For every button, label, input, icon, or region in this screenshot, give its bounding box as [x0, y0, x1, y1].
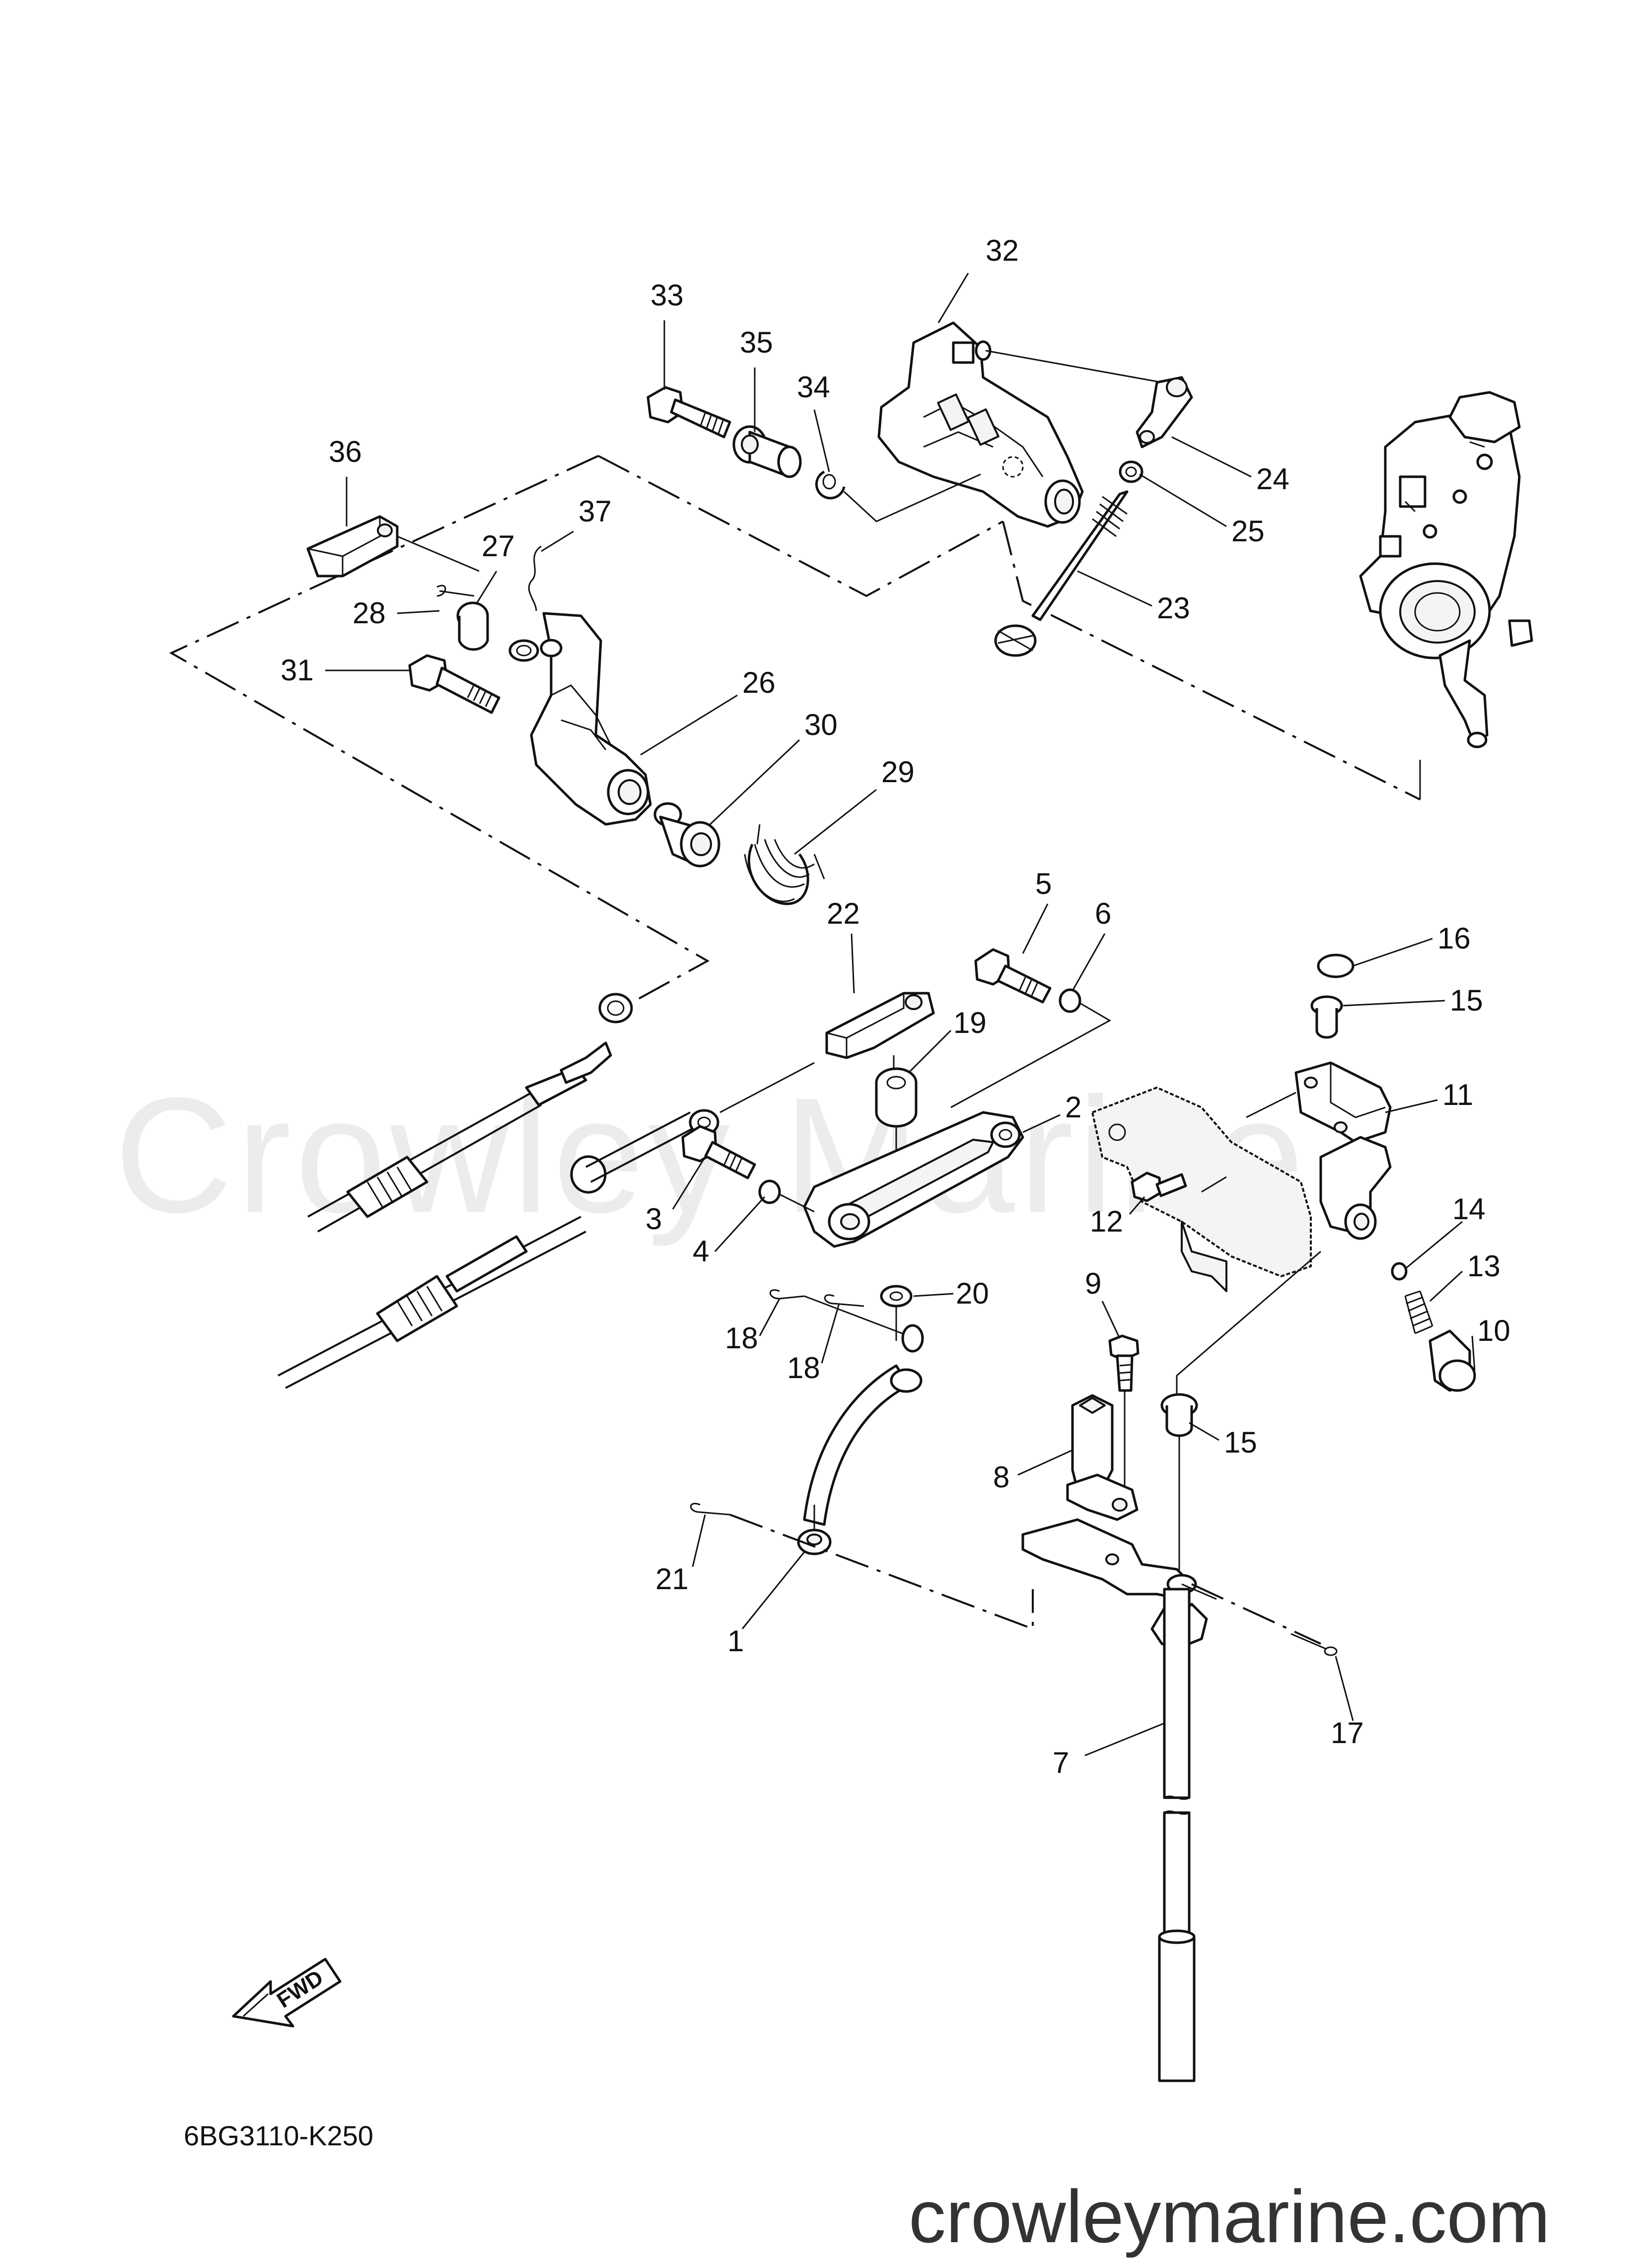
part-8-detent-bracket [1066, 1394, 1139, 1521]
assembly-guide-lines [169, 455, 1421, 1004]
callout-14: 14 [1452, 1192, 1486, 1226]
callout-36: 36 [329, 435, 362, 468]
part-25-nut [1119, 460, 1143, 483]
callout-28: 28 [353, 596, 386, 630]
callout-17: 17 [1331, 1716, 1364, 1750]
part-12-screw [1131, 1171, 1187, 1202]
callout-labels: 32 33 35 34 24 25 23 36 37 27 28 31 26 3… [281, 234, 1510, 1779]
callout-3: 3 [645, 1202, 662, 1236]
callout-37: 37 [578, 495, 612, 528]
part-33-bolt [646, 386, 731, 439]
fwd-arrow-icon: FWD [232, 1958, 342, 2028]
callout-20: 20 [956, 1277, 989, 1310]
part-19-collar [875, 1067, 918, 1128]
callout-21: 21 [655, 1562, 689, 1596]
part-26-lever [508, 612, 652, 826]
callout-13: 13 [1467, 1249, 1500, 1283]
callout-26: 26 [742, 666, 776, 699]
part-14-ball [1391, 1262, 1408, 1281]
part-3-bolt [681, 1125, 756, 1179]
callout-23: 23 [1157, 591, 1190, 625]
callout-11: 11 [1442, 1078, 1473, 1111]
callout-31: 31 [281, 654, 314, 687]
callout-18-left: 18 [725, 1321, 758, 1355]
callout-34: 34 [797, 370, 830, 404]
part-6-washer [1059, 988, 1081, 1013]
part-18-clips [769, 1289, 864, 1307]
part-11-bracket [1091, 1061, 1392, 1292]
callout-30: 30 [804, 708, 838, 741]
part-10-plunger [1428, 1329, 1476, 1392]
part-20-washer [880, 1285, 913, 1308]
part-9-bolt [1108, 1334, 1140, 1392]
part-21-clip [690, 1503, 730, 1516]
callout-7: 7 [1053, 1746, 1069, 1779]
callout-1: 1 [727, 1624, 744, 1658]
callout-5: 5 [1035, 867, 1052, 900]
callout-4: 4 [693, 1235, 709, 1268]
part-16-washer [1317, 953, 1355, 978]
part-7-shift-rod [1021, 1518, 1208, 2082]
part-37-clip [528, 545, 542, 611]
shift-cables [278, 993, 719, 1389]
callout-35: 35 [740, 326, 773, 359]
part-22-cable-joint [825, 992, 935, 1059]
callout-33: 33 [650, 279, 684, 312]
callout-15-lower: 15 [1224, 1426, 1257, 1459]
callout-22: 22 [827, 897, 860, 930]
part-34-clip [815, 470, 846, 500]
part-5-bolt [974, 948, 1052, 1004]
diagram-code: 6BG3110-K250 [184, 2120, 373, 2151]
callout-29: 29 [881, 755, 915, 789]
callout-27: 27 [482, 529, 515, 563]
part-15-bushing-upper [1310, 995, 1343, 1039]
callout-leaders [325, 273, 1476, 1756]
part-27-collar [456, 601, 489, 651]
site-url: crowleymarine.com [909, 2175, 1550, 2258]
callout-16: 16 [1437, 922, 1471, 955]
part-36-cable-joint [306, 515, 399, 578]
part-32-throttle-bracket [877, 321, 1084, 528]
part-29-spring [744, 824, 825, 905]
part-2-shift-lever [803, 1111, 1024, 1248]
callout-6: 6 [1095, 897, 1111, 930]
part-15-bushing-lower [1160, 1393, 1198, 1437]
part-13-spring [1404, 1290, 1433, 1334]
part-35-bushing [732, 425, 802, 478]
part-23-rod [994, 490, 1129, 657]
callout-2: 2 [1065, 1091, 1081, 1124]
part-17-pin [1290, 1633, 1338, 1656]
callout-12: 12 [1090, 1205, 1123, 1238]
part-28-pin [436, 585, 475, 597]
callout-19: 19 [953, 1006, 987, 1039]
callout-9: 9 [1085, 1267, 1101, 1300]
callout-24: 24 [1256, 462, 1289, 496]
part-24-link [1136, 376, 1193, 448]
callout-32: 32 [986, 234, 1019, 267]
callout-10: 10 [1477, 1314, 1510, 1347]
part-1-shift-arm [797, 1324, 924, 1555]
callout-18-right: 18 [787, 1351, 820, 1385]
throttle-body [1359, 391, 1533, 748]
callout-25: 25 [1231, 514, 1265, 548]
part-31-bolt [408, 654, 500, 714]
callout-8: 8 [993, 1461, 1009, 1494]
part-30-bushing [653, 802, 720, 868]
callout-15-upper: 15 [1450, 984, 1483, 1017]
